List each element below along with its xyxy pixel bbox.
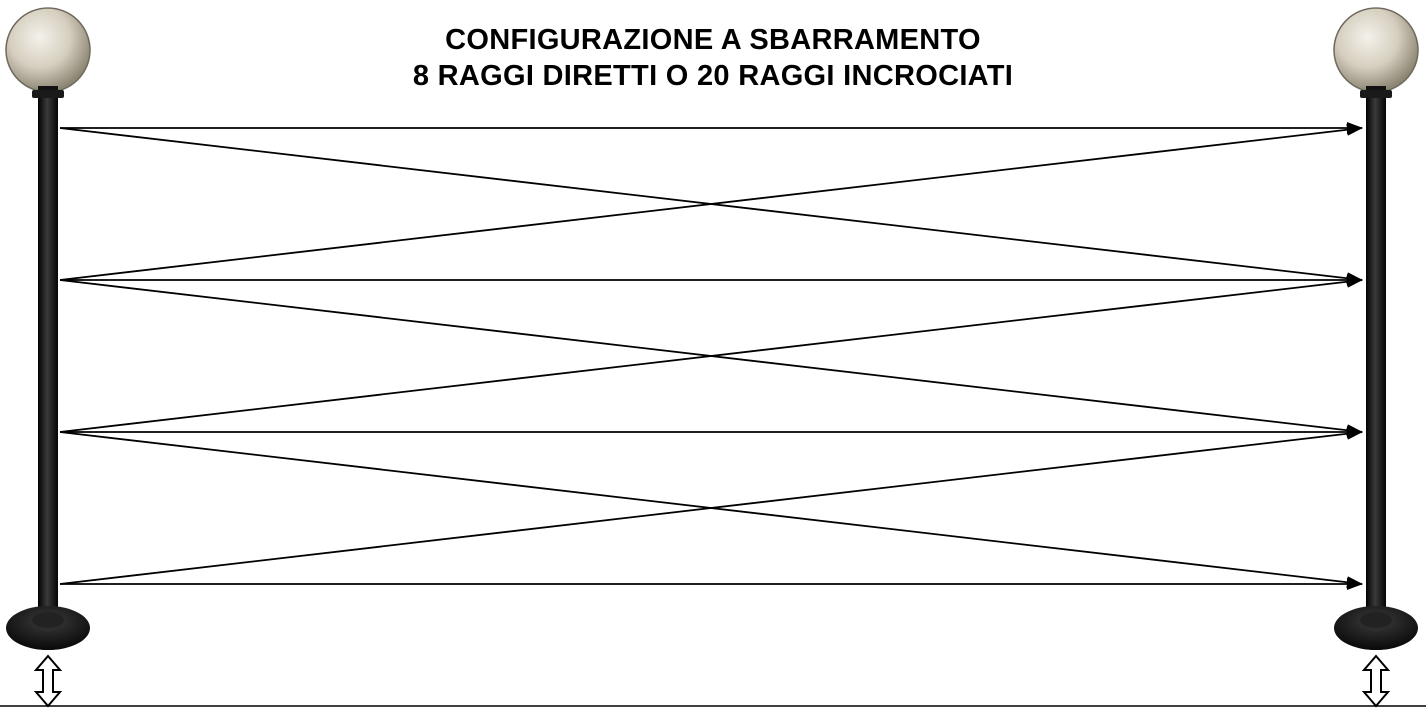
diagram-title: CONFIGURAZIONE A SBARRAMENTO 8 RAGGI DIR…: [0, 22, 1426, 94]
beam-group: [59, 122, 1363, 590]
title-line-1: CONFIGURAZIONE A SBARRAMENTO: [445, 24, 981, 56]
right-lamp-post-icon: [1333, 7, 1419, 650]
left-vertical-double-arrow-icon: [33, 654, 63, 708]
title-line-2: 8 RAGGI DIRETTI O 20 RAGGI INCROCIATI: [412, 60, 1014, 92]
left-lamp-post-icon: [5, 7, 91, 650]
right-vertical-double-arrow-icon: [1361, 654, 1391, 708]
crossed-beam-up-1: [59, 123, 1363, 281]
crossed-beam-up-3: [59, 427, 1363, 585]
crossed-beam-up-2: [59, 275, 1363, 433]
